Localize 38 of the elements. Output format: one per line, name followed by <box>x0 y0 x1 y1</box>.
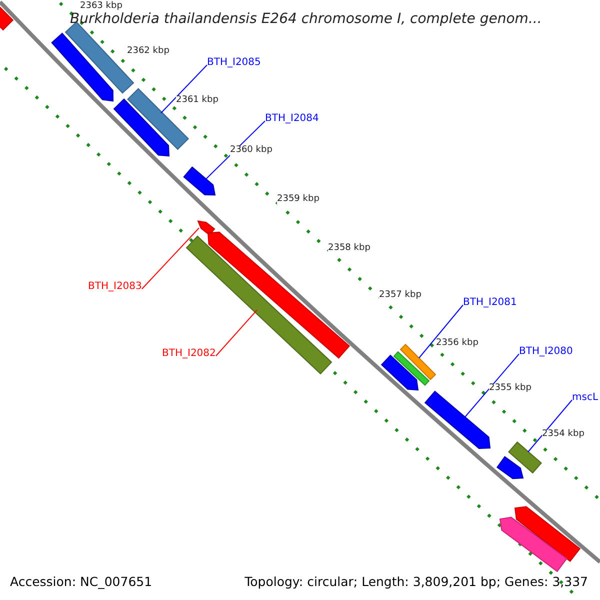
gene-feature <box>183 166 216 196</box>
gene-label: BTH_I2083 <box>88 281 142 292</box>
gene-bar <box>0 6 14 31</box>
tick-label: 2362 kbp <box>127 47 170 57</box>
tick-label: 2361 kbp <box>176 96 218 106</box>
gene-feature <box>113 98 170 157</box>
gene-label: BTH_I2085 <box>207 57 261 68</box>
gene-feature <box>499 516 568 572</box>
gene-feature <box>514 506 581 562</box>
gene-label: BTH_I2080 <box>519 346 573 357</box>
footer-text: Topology: circular; Length: 3,809,201 bp; Genes: 3,337 <box>244 575 588 589</box>
gene-label: BTH_I2082 <box>162 348 216 359</box>
leader-line <box>528 400 572 452</box>
tick-label: 2355 kbp <box>489 384 532 394</box>
title: Burkholderia thailandensis E264 chromosome I, complete genom... <box>70 12 542 28</box>
gene-feature <box>496 456 524 480</box>
gene-bar <box>508 441 542 474</box>
tick-label: 2357 kbp <box>379 291 422 301</box>
leader-line <box>418 304 464 358</box>
gene-feature <box>51 32 114 102</box>
gene-label: BTH_I2081 <box>463 297 517 308</box>
gene-feature <box>424 390 491 449</box>
leader-line <box>160 64 208 114</box>
gene-label: BTH_I2084 <box>265 113 319 124</box>
gene-feature <box>380 354 419 391</box>
tick-label: 2363 kbp <box>80 2 122 12</box>
leader-line <box>215 310 258 356</box>
footer-text: Accession: NC_007651 <box>10 575 152 589</box>
leader-line <box>464 354 520 418</box>
gene-bar <box>400 344 436 380</box>
tick-label: 2354 kbp <box>542 430 584 440</box>
tick-label: 2358 kbp <box>328 244 370 254</box>
tick-label: 2360 kbp <box>230 146 272 156</box>
tick-label: 2359 kbp <box>277 195 320 205</box>
tick-label: 2356 kbp <box>436 339 478 349</box>
gene-bar <box>393 351 430 386</box>
gene-label: mscL <box>572 392 598 403</box>
leader-line <box>141 228 200 290</box>
